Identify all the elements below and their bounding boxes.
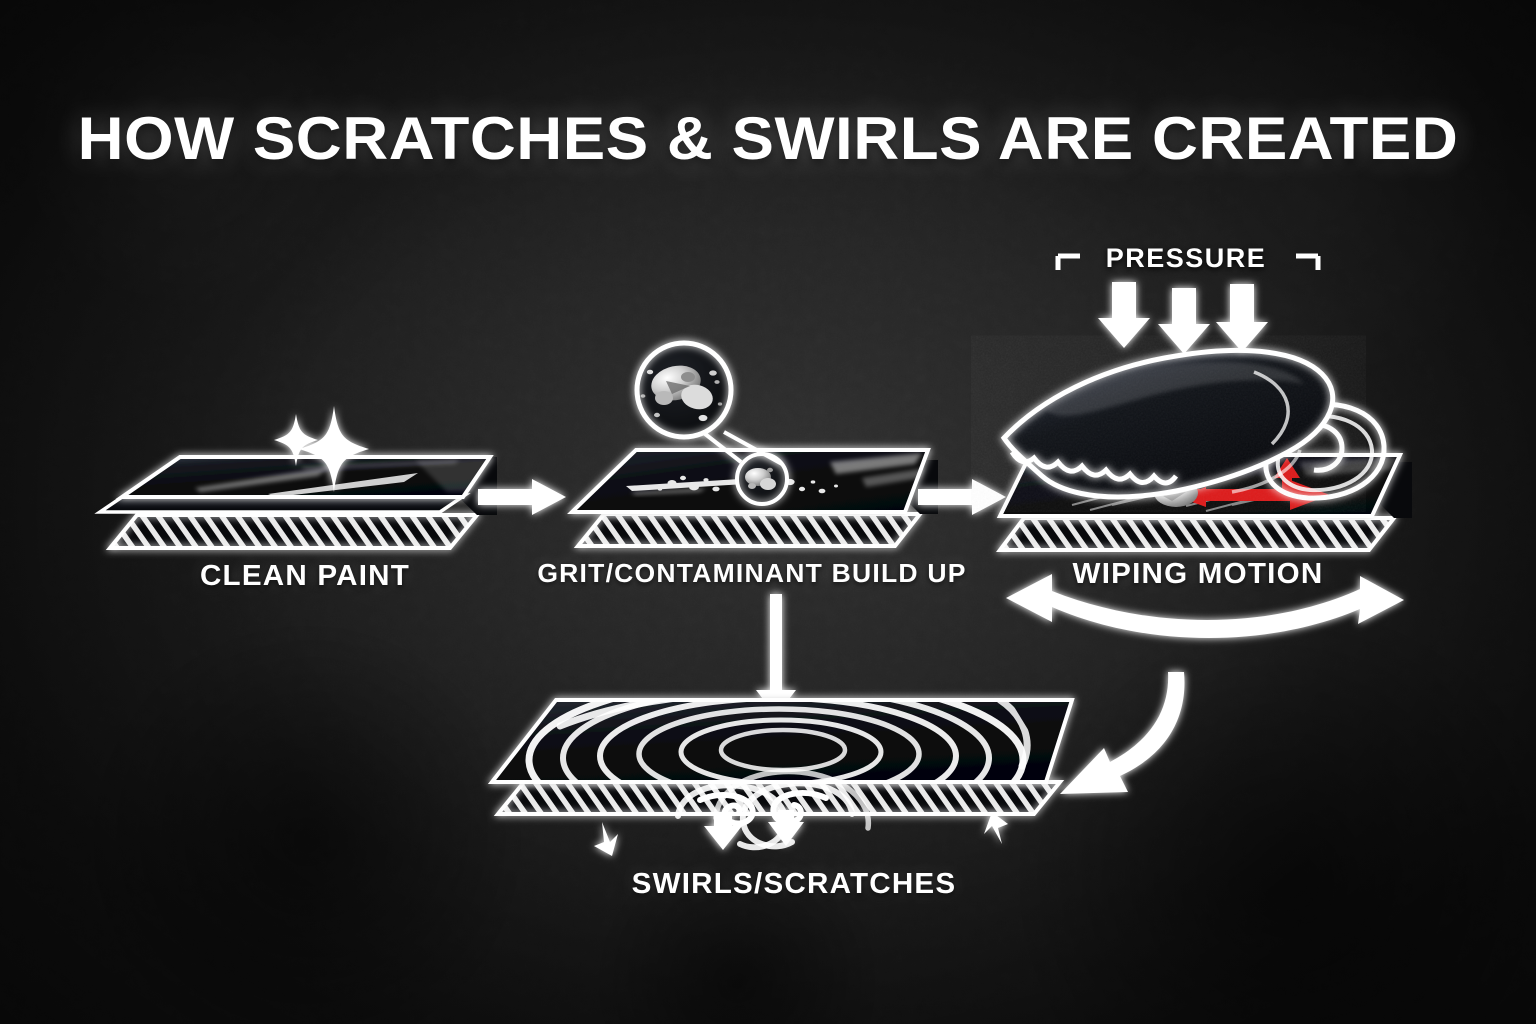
step-label-clean-paint: CLEAN PAINT — [199, 560, 411, 592]
page-title: HOW SCRATCHES & SWIRLS ARE CREATED — [77, 105, 1459, 172]
pressure-label: PRESSURE — [1105, 243, 1267, 273]
step-label-wiping-motion: WIPING MOTION — [1072, 558, 1324, 590]
step-label-grit-buildup: GRIT/CONTAMINANT BUILD UP — [537, 558, 967, 588]
step-label-swirls-scratches: SWIRLS/SCRATCHES — [631, 868, 957, 900]
